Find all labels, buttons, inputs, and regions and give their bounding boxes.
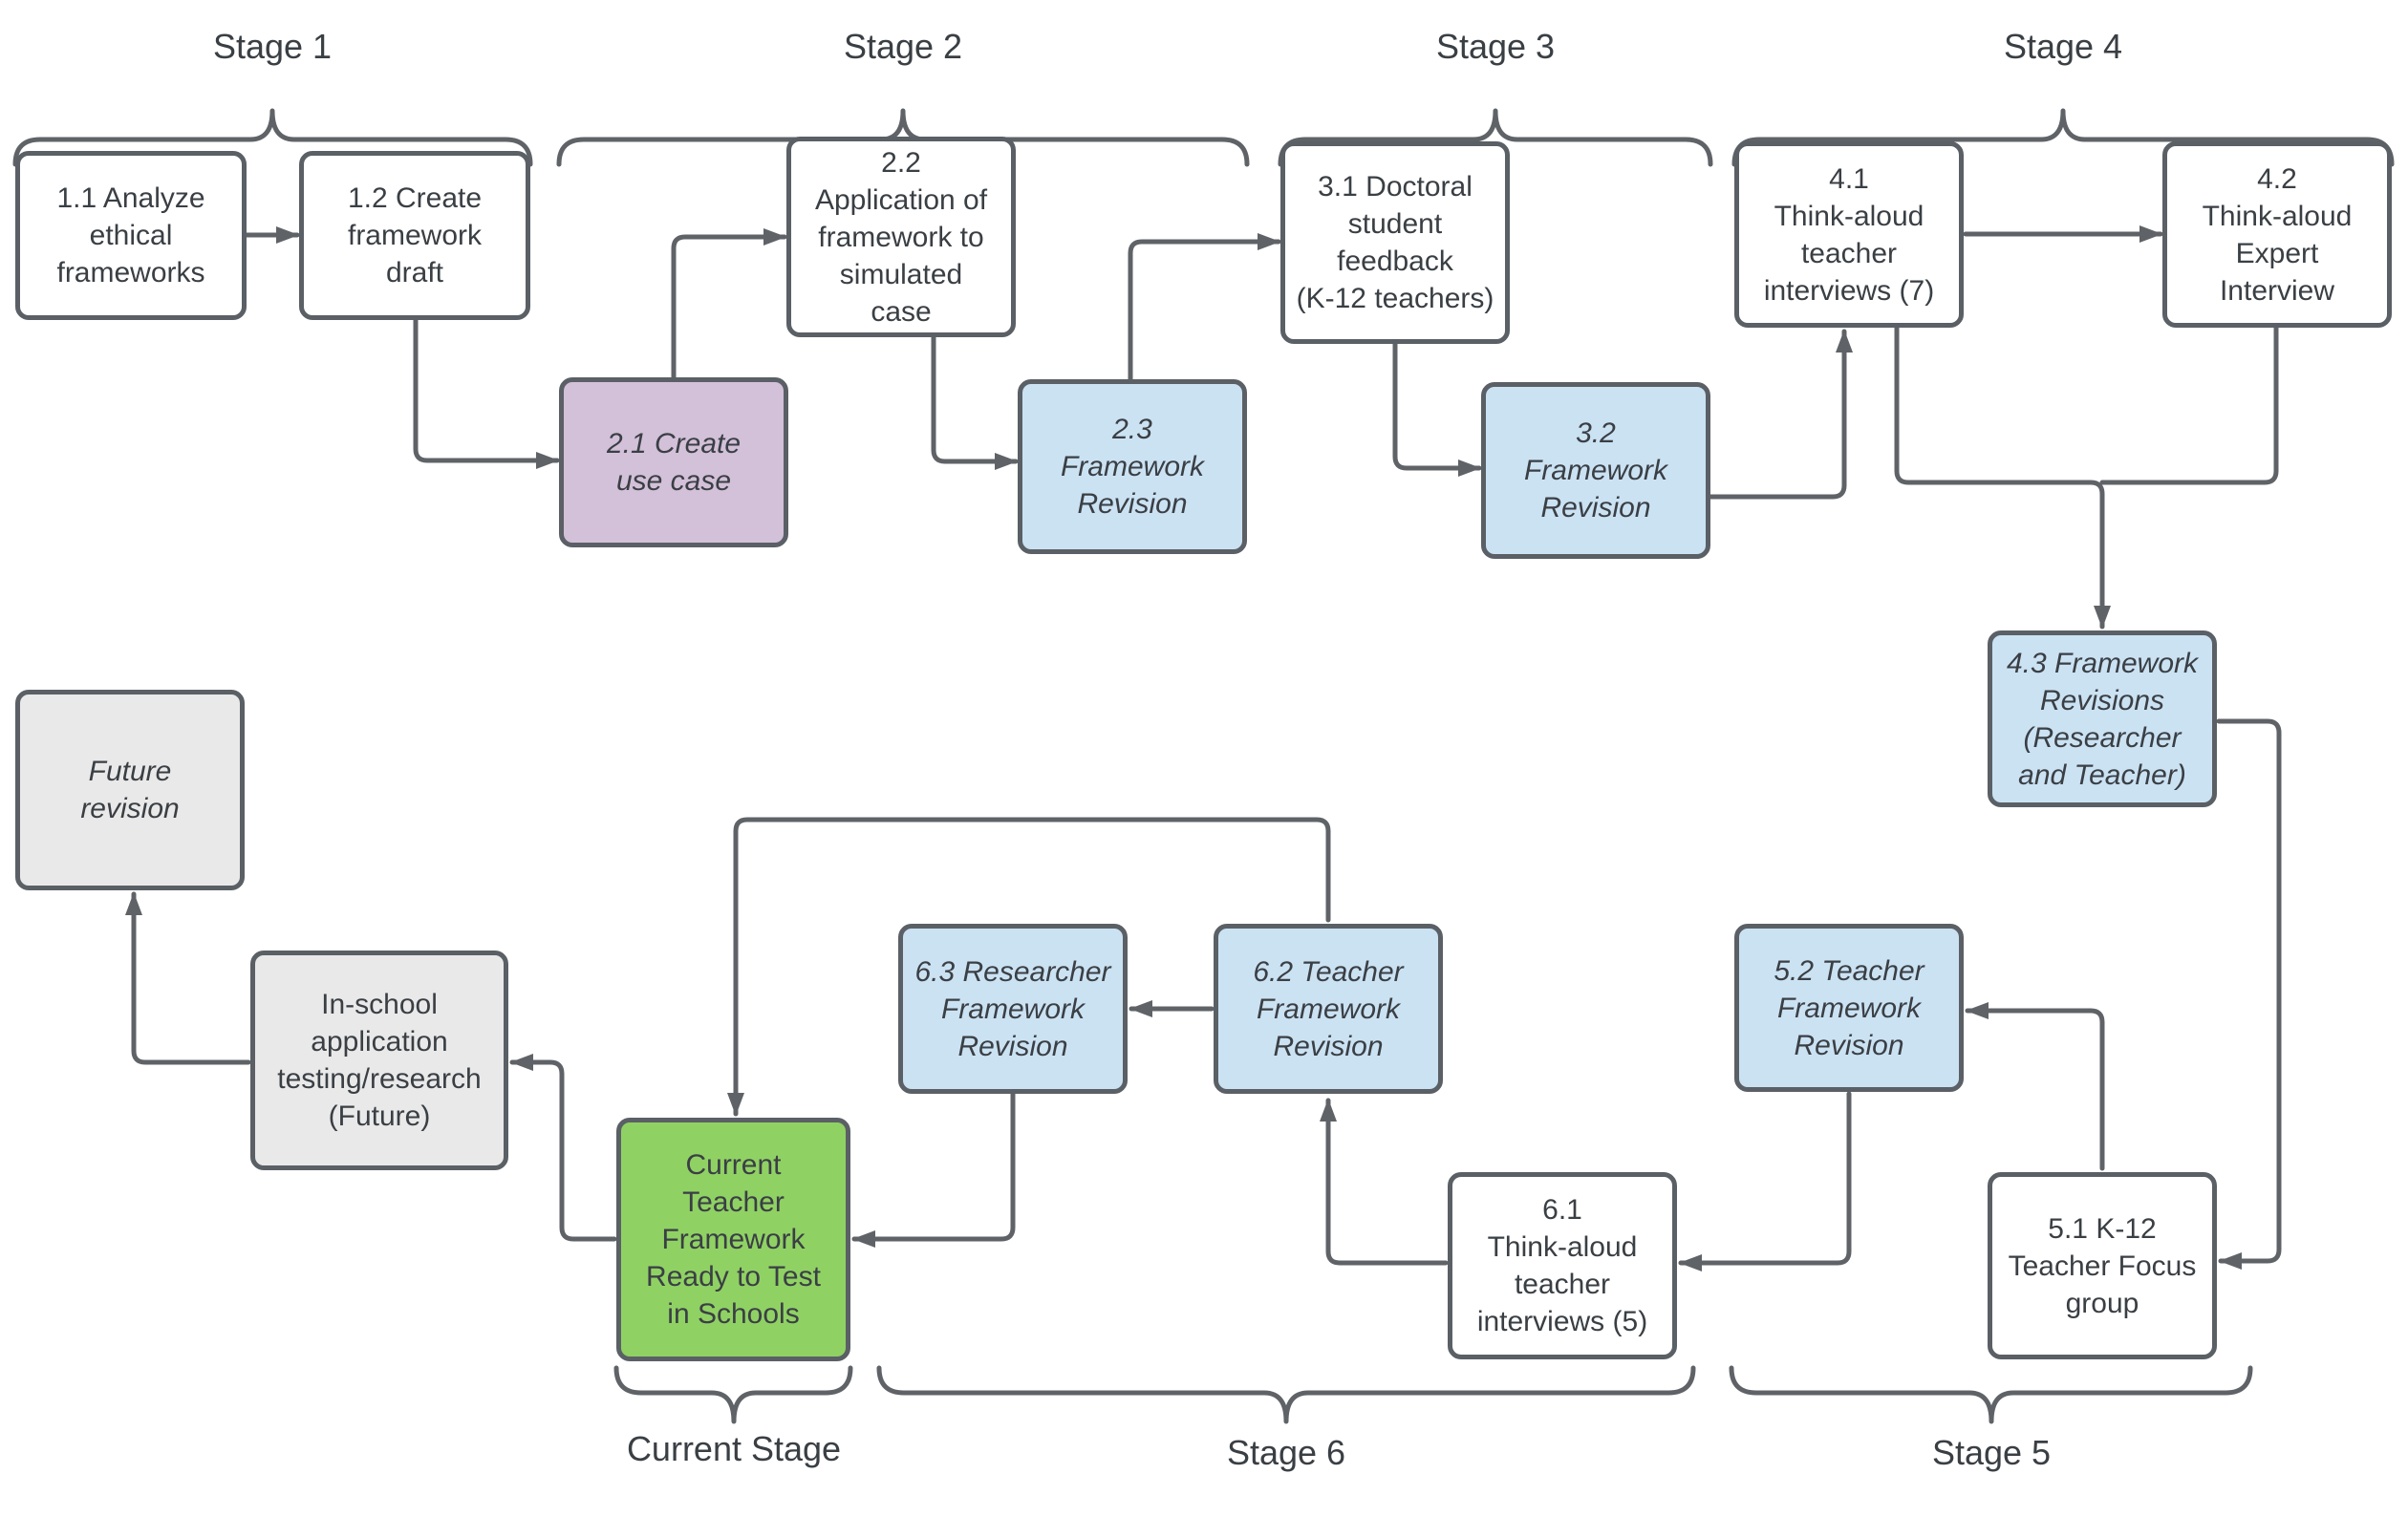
flow-node-6-1: 6.1 Think-aloud teacher interviews (5): [1448, 1172, 1677, 1359]
flow-node-4-1: 4.1 Think-aloud teacher interviews (7): [1734, 141, 1964, 328]
stage-6-label: Stage 6: [1226, 1433, 1346, 1472]
flow-node-6-2: 6.2 Teacher Framework Revision: [1214, 924, 1443, 1094]
flow-node-current: Current Teacher Framework Ready to Test …: [616, 1118, 850, 1361]
edge-inschool-to-future: [125, 891, 251, 1065]
stage-6-brace: [876, 1365, 1696, 1424]
edge-2-3-to-3-1: [1128, 233, 1281, 382]
flow-node-4-3: 4.3 Framework Revisions (Researcher and …: [1988, 630, 2217, 807]
edge-6-2-to-current: [727, 817, 1331, 1117]
stage-3-label: Stage 3: [1435, 27, 1556, 66]
stage-2-brace: [556, 108, 1250, 167]
edge-1-2-to-2-1: [413, 317, 560, 469]
flow-node-future: Future revision: [15, 690, 245, 890]
stage-1-label: Stage 1: [212, 27, 333, 66]
current-stage-brace: [613, 1365, 853, 1424]
edge-6-1-to-6-2: [1320, 1098, 1449, 1266]
stage-2-label: Stage 2: [843, 27, 963, 66]
flow-node-2-1: 2.1 Create use case: [559, 377, 788, 547]
edge-6-3-to-current: [851, 1091, 1016, 1248]
flow-node-2-3: 2.3 Framework Revision: [1018, 379, 1247, 554]
flow-node-1-2: 1.2 Create framework draft: [299, 151, 530, 320]
stage-5-brace: [1729, 1365, 2253, 1424]
edge-current-to-inschool: [509, 1054, 617, 1242]
stage-4-label: Stage 4: [2003, 27, 2123, 66]
flow-node-5-2: 5.2 Teacher Framework Revision: [1734, 924, 1964, 1092]
flow-node-3-1: 3.1 Doctoral student feedback (K-12 teac…: [1280, 141, 1510, 344]
stage-5-label: Stage 5: [1931, 1433, 2052, 1472]
flow-node-1-1: 1.1 Analyze ethical frameworks: [15, 151, 247, 320]
current-stage-label: Current Stage: [626, 1429, 842, 1468]
flow-node-inschool: In-school application testing/research (…: [250, 951, 508, 1170]
flow-node-3-2: 3.2 Framework Revision: [1481, 382, 1710, 559]
edge-2-1-to-2-2: [671, 228, 787, 380]
stage-3-brace: [1278, 108, 1713, 167]
flow-node-2-2: 2.2 Application of framework to simulate…: [786, 137, 1016, 337]
edge-4-1-to-4-3: [1894, 325, 2111, 630]
edge-4-3-to-5-1: [2216, 718, 2282, 1270]
flow-node-5-1: 5.1 K-12 Teacher Focus group: [1988, 1172, 2217, 1359]
edge-3-1-to-3-2: [1392, 341, 1482, 477]
edge-5-1-to-5-2: [1965, 1002, 2105, 1171]
edge-3-2-to-4-1: [1708, 329, 1853, 500]
edge-4-2-merge: [2099, 325, 2279, 485]
edge-2-2-to-2-3: [931, 334, 1019, 470]
edge-5-2-to-6-1: [1678, 1091, 1852, 1271]
flow-node-4-2: 4.2 Think-aloud Expert Interview: [2162, 141, 2392, 328]
stage-4-brace: [1731, 108, 2395, 167]
flow-node-6-3: 6.3 Researcher Framework Revision: [898, 924, 1128, 1094]
stage-1-brace: [12, 108, 533, 167]
